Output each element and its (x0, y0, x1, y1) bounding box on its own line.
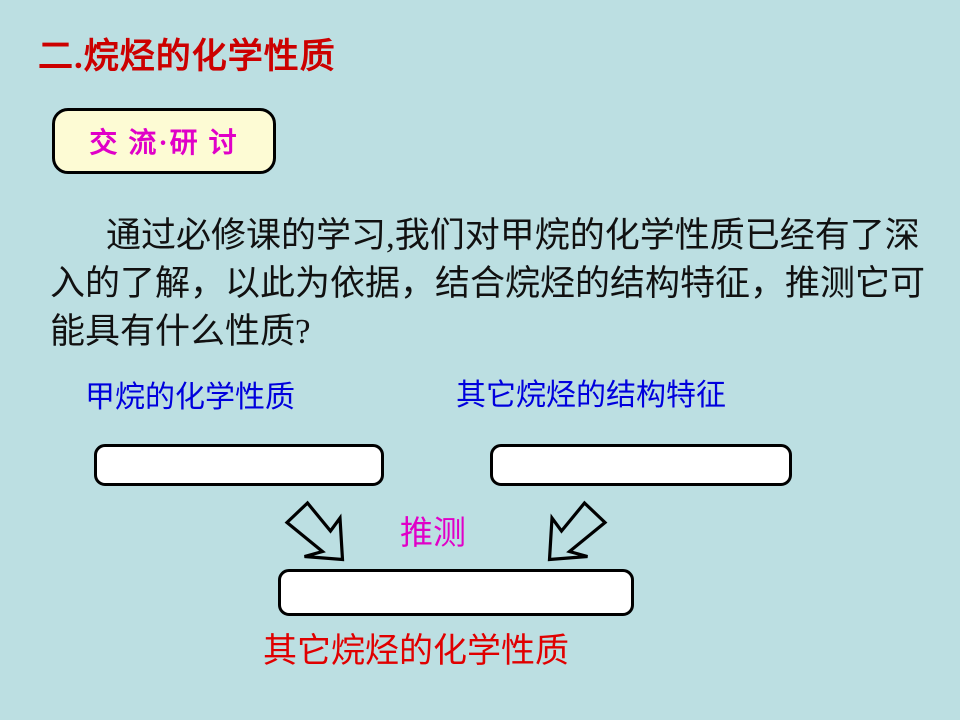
heading-alkane-structure: 其它烷烃的结构特征 (456, 379, 726, 412)
discussion-badge: 交 流·研 讨 (52, 108, 276, 174)
answer-box-alkane-structure[interactable] (490, 444, 792, 486)
connector-label-infer: 推测 (400, 516, 466, 552)
heading-methane-properties: 甲烷的化学性质 (85, 381, 295, 414)
body-paragraph: 通过必修课的学习,我们对甲烷的化学性质已经有了深入的了解，以此为依据，结合烷烃的… (50, 216, 926, 351)
arrow-down-right-icon (284, 500, 345, 562)
page-title: 二.烷烃的化学性质 (38, 37, 336, 76)
caption-alkane-properties: 其它烷烃的化学性质 (263, 633, 569, 670)
answer-box-alkane-properties[interactable] (278, 569, 634, 616)
discussion-badge-label: 交 流·研 讨 (89, 128, 239, 159)
answer-box-methane-properties[interactable] (94, 444, 384, 486)
arrow-down-left-icon (547, 500, 608, 562)
